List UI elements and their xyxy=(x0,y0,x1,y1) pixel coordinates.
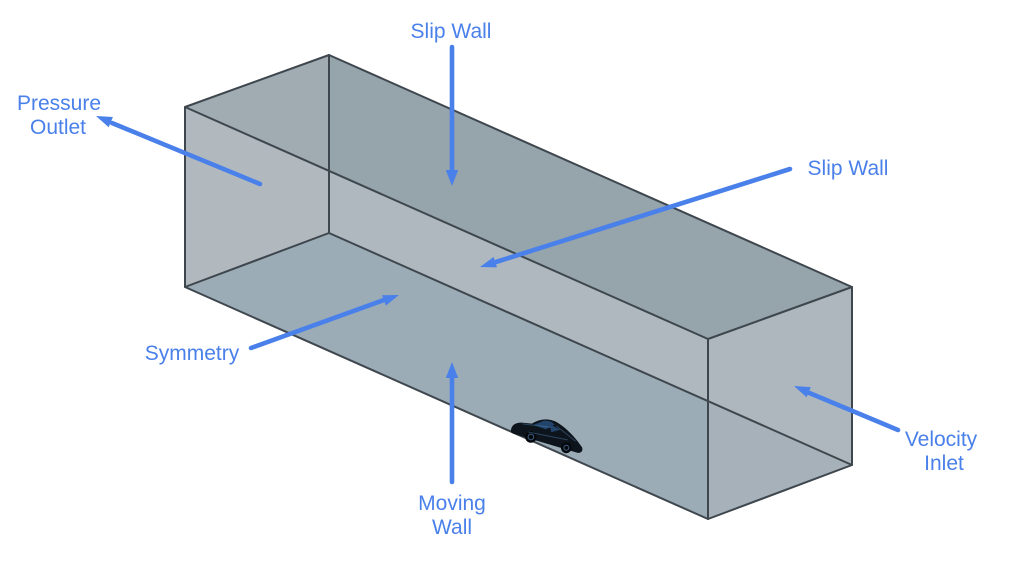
velocity-inlet-face xyxy=(708,287,852,465)
pressure-outlet-arrowhead-icon xyxy=(96,116,113,128)
velocity-inlet-annotation: Velocity Inlet xyxy=(794,386,978,475)
velocity-inlet-label-line2: Inlet xyxy=(924,452,964,475)
pressure-outlet-annotation: Pressure Outlet xyxy=(17,92,263,187)
velocity-inlet-arrowhead-icon xyxy=(794,386,811,398)
pressure-outlet-label-line2: Outlet xyxy=(30,116,86,139)
pressure-outlet-face xyxy=(185,107,329,287)
moving-wall-annotation: Moving Wall xyxy=(418,362,486,539)
far-bottom-edge xyxy=(328,232,853,466)
moving-wall-arrowhead-icon xyxy=(445,362,459,378)
car-rear-rim xyxy=(563,444,570,451)
domain-box xyxy=(184,54,853,520)
car-mesh-lines xyxy=(522,423,576,442)
moving-wall-label-line1: Moving xyxy=(418,492,486,515)
car-side-window xyxy=(549,423,561,433)
slip-wall-side-annotation: Slip Wall xyxy=(480,157,889,268)
car-front-rim xyxy=(527,433,535,441)
pressure-outlet-arrow xyxy=(109,120,263,187)
symmetry-arrow xyxy=(248,297,387,351)
slip-wall-top-label: Slip Wall xyxy=(411,20,492,43)
near-top-edge xyxy=(184,106,709,340)
moving-wall-label-line2: Wall xyxy=(432,516,472,539)
pressure-outlet-label-line1: Pressure xyxy=(17,92,101,115)
car-model xyxy=(510,419,583,454)
slip-wall-top-arrowhead-icon xyxy=(445,170,459,186)
top-face xyxy=(185,55,852,339)
right-top-edge xyxy=(707,286,853,340)
velocity-inlet-arrow xyxy=(804,389,901,433)
left-bottom-edge xyxy=(184,232,330,288)
car-rear-wheel xyxy=(560,442,572,454)
far-wall-face xyxy=(329,171,708,401)
floor-face xyxy=(185,233,852,519)
slip-wall-side-label: Slip Wall xyxy=(808,157,889,180)
box-edges xyxy=(184,54,853,520)
slip-wall-side-arrowhead-icon xyxy=(480,257,497,268)
symmetry-arrowhead-icon xyxy=(382,295,399,306)
symmetry-annotation: Symmetry xyxy=(145,295,399,365)
velocity-inlet-label-line1: Velocity xyxy=(905,428,978,451)
car-front-wheel xyxy=(525,431,537,443)
car-windshield xyxy=(533,420,555,430)
slip-wall-top-annotation: Slip Wall xyxy=(411,20,492,186)
slip-wall-side-arrow xyxy=(493,166,793,265)
symmetry-label: Symmetry xyxy=(145,342,240,365)
velocity-inlet-face-lower xyxy=(708,401,852,519)
pressure-outlet-face-upper xyxy=(185,55,329,171)
